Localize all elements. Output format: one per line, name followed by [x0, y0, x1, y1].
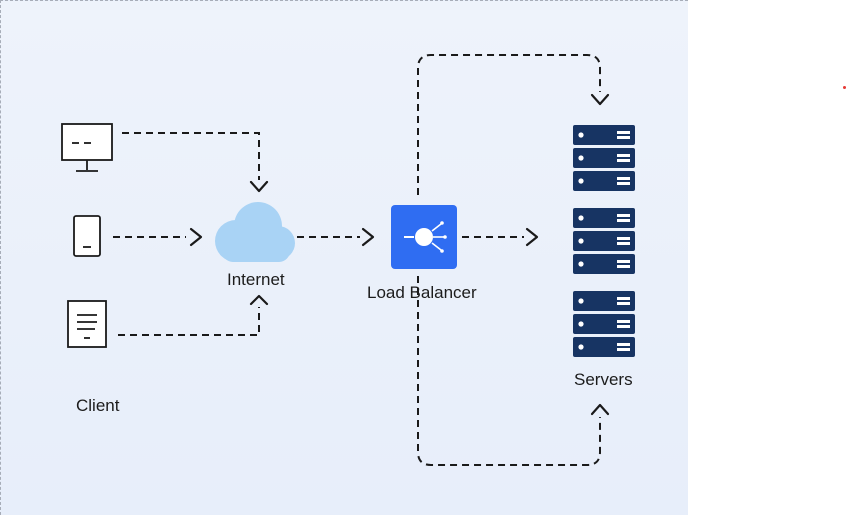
- server-rack-icon: [573, 208, 635, 274]
- arrowhead-right-servers: [525, 227, 539, 247]
- network-hub-icon: [391, 205, 457, 269]
- connector-loadbalancer-to-bottom-server: [417, 276, 601, 466]
- connector-document-to-internet: [118, 307, 260, 336]
- server-rack-icon: [573, 291, 635, 357]
- internet-label: Internet: [227, 270, 285, 289]
- mobile-phone-icon: [73, 215, 101, 257]
- load-balancer-label: Load Balancer: [367, 283, 477, 302]
- servers-label: Servers: [574, 370, 633, 389]
- cloud-icon: [215, 202, 295, 262]
- arrowhead-down-top-server: [590, 93, 610, 106]
- arrowhead-down-internet: [249, 180, 269, 193]
- arrowhead-right-loadbalancer: [361, 227, 375, 247]
- connector-loadbalancer-to-top-server: [417, 54, 601, 195]
- arrowhead-up-internet: [249, 294, 269, 306]
- client-label: Client: [76, 396, 120, 415]
- document-icon: [67, 300, 107, 348]
- server-rack-icon: [573, 125, 635, 191]
- arrowhead-right-internet: [189, 227, 203, 247]
- marker-dot: [843, 86, 846, 89]
- arrowhead-up-bottom-server: [590, 403, 610, 416]
- connectors: [113, 54, 601, 466]
- connector-desktop-to-internet: [122, 132, 260, 180]
- desktop-monitor-icon: [61, 123, 113, 172]
